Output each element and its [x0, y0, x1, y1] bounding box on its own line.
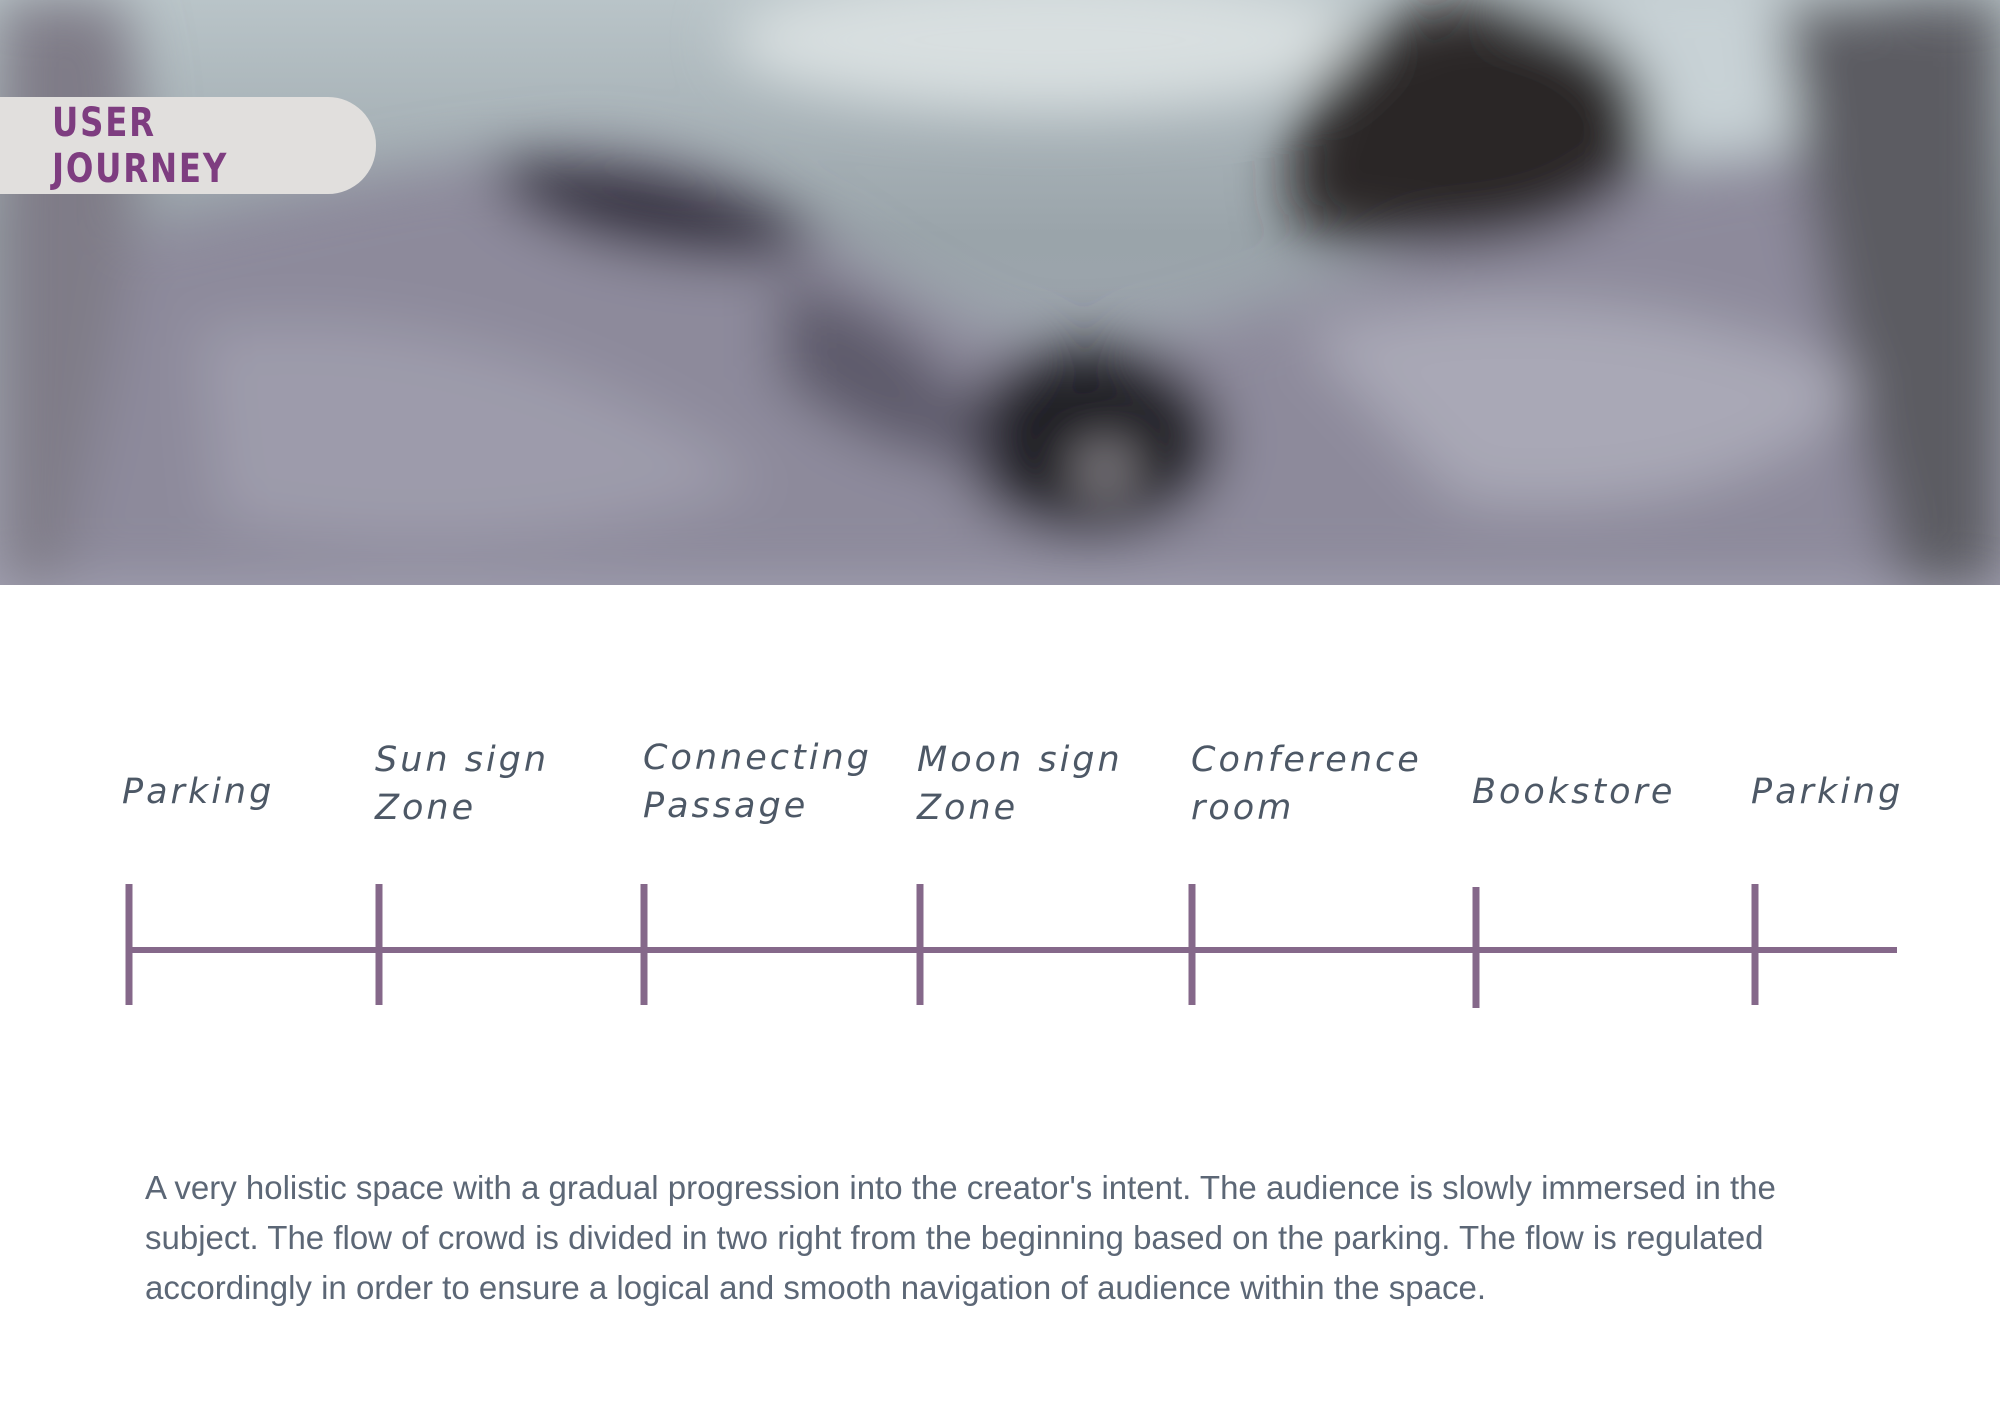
stop-label-bookstore: Bookstore — [1472, 772, 1676, 812]
timeline-track — [125, 884, 1897, 1008]
stop-label-conference-room: Conference room — [1191, 740, 1422, 828]
stop-label-parking-end: Parking — [1751, 772, 1904, 812]
stop-label-sun-sign-zone: Sun sign Zone — [375, 740, 550, 828]
stop-label-parking-start: Parking — [122, 772, 275, 812]
journey-description: A very holistic space with a gradual pro… — [145, 1169, 1776, 1306]
stop-label-moon-sign-zone: Moon sign Zone — [917, 740, 1123, 828]
section-tag: USER JOURNEY — [0, 97, 376, 194]
stop-label-connecting-passage: Connecting Passage — [643, 738, 872, 826]
section-tag-label: USER JOURNEY — [52, 99, 229, 192]
hero-image: USER JOURNEY — [0, 0, 2000, 585]
journey-timeline: Parking Sun sign Zone Connecting Passage… — [0, 700, 2000, 1030]
hero-image-blur — [0, 0, 2000, 585]
